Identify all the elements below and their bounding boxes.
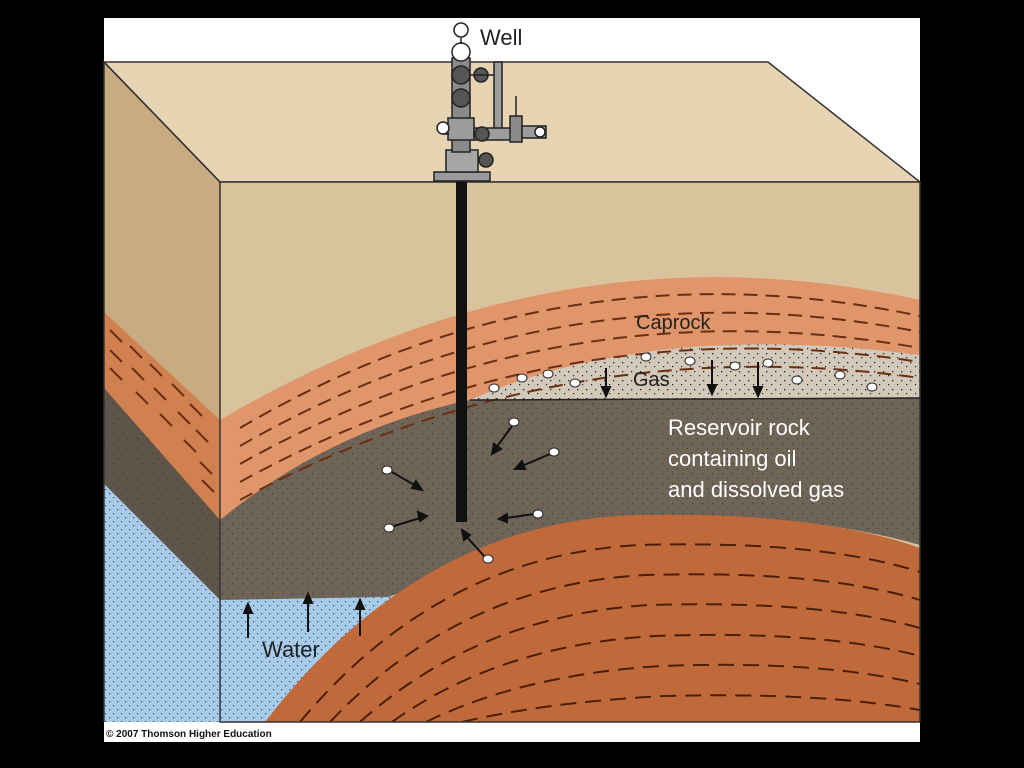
wellhead-icon (433, 22, 547, 182)
well-bore (456, 180, 467, 522)
reservoir-label-line-3: and dissolved gas (668, 477, 844, 502)
water-label: Water (262, 637, 320, 662)
oil-droplets (381, 417, 560, 564)
caprock-label: Caprock (636, 312, 711, 334)
block-front-face (220, 182, 920, 722)
gas-label: Gas (633, 369, 670, 391)
reservoir-label-line-1: Reservoir rock (668, 415, 811, 440)
reservoir-label-line-2: containing oil (668, 446, 796, 471)
block-outline (103, 61, 921, 723)
water-rise-arrows (242, 591, 366, 638)
block-side-face (104, 62, 220, 722)
gas-pressure-arrows (600, 360, 764, 399)
reservoir-label: Reservoir rock containing oil and dissol… (668, 415, 844, 502)
oil-flow-arrows (391, 425, 551, 557)
gas-bubbles (488, 352, 878, 393)
well-label: Well (480, 25, 522, 50)
copyright-credit: © 2007 Thomson Higher Education (106, 729, 272, 740)
